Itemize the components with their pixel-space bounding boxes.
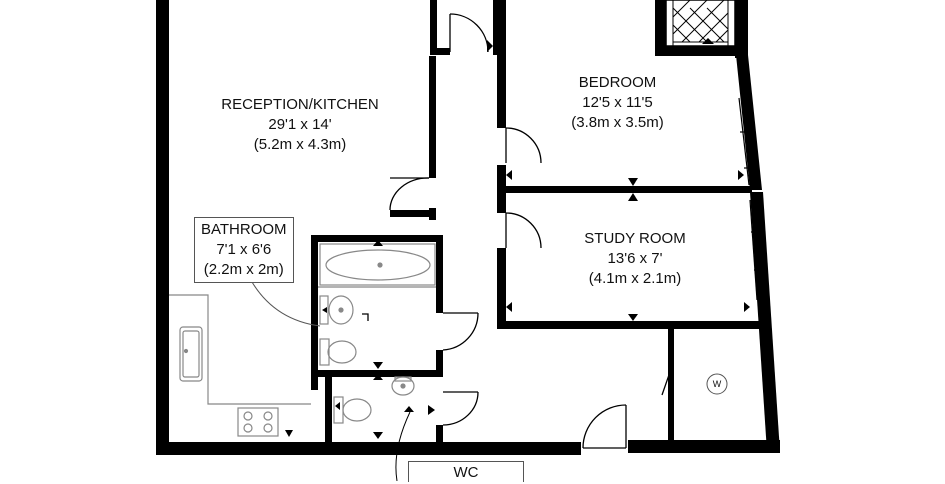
wall-top-right-pier bbox=[735, 0, 748, 58]
wall-right-lower bbox=[750, 192, 780, 452]
room-imperial: 13'6 x 7' bbox=[607, 250, 663, 267]
door-bedroom bbox=[505, 127, 542, 164]
exterior-walls bbox=[156, 0, 780, 455]
interior-walls bbox=[311, 0, 759, 450]
room-name: BEDROOM bbox=[578, 74, 657, 91]
kitchen-counter bbox=[169, 294, 311, 405]
door-reception bbox=[389, 177, 430, 211]
bathroom-label-pointer bbox=[251, 281, 321, 327]
door-entrance bbox=[582, 404, 627, 449]
door-wc bbox=[442, 391, 479, 426]
basin-wc bbox=[391, 376, 415, 396]
bedroom-label: BEDROOM 12'5 x 11'5 (3.8m x 3.5m) bbox=[535, 73, 700, 133]
bathroom-label: BATHROOM 7'1 x 6'6 (2.2m x 2m) bbox=[194, 217, 294, 283]
bathroom-fittings bbox=[318, 243, 436, 424]
wall-left bbox=[156, 0, 169, 455]
kitchen-fittings bbox=[169, 281, 321, 437]
wall-bay-left bbox=[655, 0, 666, 56]
right-window bbox=[738, 97, 763, 301]
basin-bathroom bbox=[319, 295, 354, 325]
kitchen-sink bbox=[179, 326, 203, 382]
reception-kitchen-label: RECEPTION/KITCHEN 29'1 x 14' (5.2m x 4.3… bbox=[190, 95, 410, 155]
room-metric: (2.2m x 2m) bbox=[203, 261, 284, 278]
hob bbox=[237, 407, 279, 437]
toilet-wc bbox=[333, 396, 372, 424]
door-cupboard-top bbox=[449, 13, 489, 53]
wc-label: WC bbox=[408, 461, 524, 482]
door-bathroom bbox=[442, 312, 479, 351]
room-metric: (4.1m x 2.1m) bbox=[588, 270, 682, 287]
wall-right-mid bbox=[736, 55, 762, 190]
room-imperial: 7'1 x 6'6 bbox=[216, 241, 272, 258]
room-metric: (3.8m x 3.5m) bbox=[571, 114, 664, 131]
wall-bottom-left bbox=[156, 442, 581, 455]
door-cupboard bbox=[661, 371, 671, 396]
study-room-label: STUDY ROOM 13'6 x 7' (4.1m x 2.1m) bbox=[550, 229, 720, 289]
bay-window bbox=[665, 0, 736, 47]
room-name: STUDY ROOM bbox=[584, 230, 686, 247]
wall-bottom-right bbox=[628, 440, 780, 453]
washer-symbol bbox=[706, 373, 728, 395]
washer-label: W bbox=[712, 379, 722, 389]
room-name: RECEPTION/KITCHEN bbox=[221, 96, 379, 113]
room-imperial: 29'1 x 14' bbox=[268, 116, 332, 133]
room-name: BATHROOM bbox=[201, 221, 287, 238]
wall-bay-bottom bbox=[655, 46, 748, 56]
door-study bbox=[505, 212, 542, 249]
toilet-bathroom bbox=[319, 338, 357, 366]
pointer-arrow bbox=[362, 313, 369, 321]
measure-arrows bbox=[285, 38, 750, 439]
room-imperial: 12'5 x 11'5 bbox=[582, 94, 653, 111]
room-metric: (5.2m x 4.3m) bbox=[253, 136, 347, 153]
step-arc bbox=[395, 411, 411, 481]
